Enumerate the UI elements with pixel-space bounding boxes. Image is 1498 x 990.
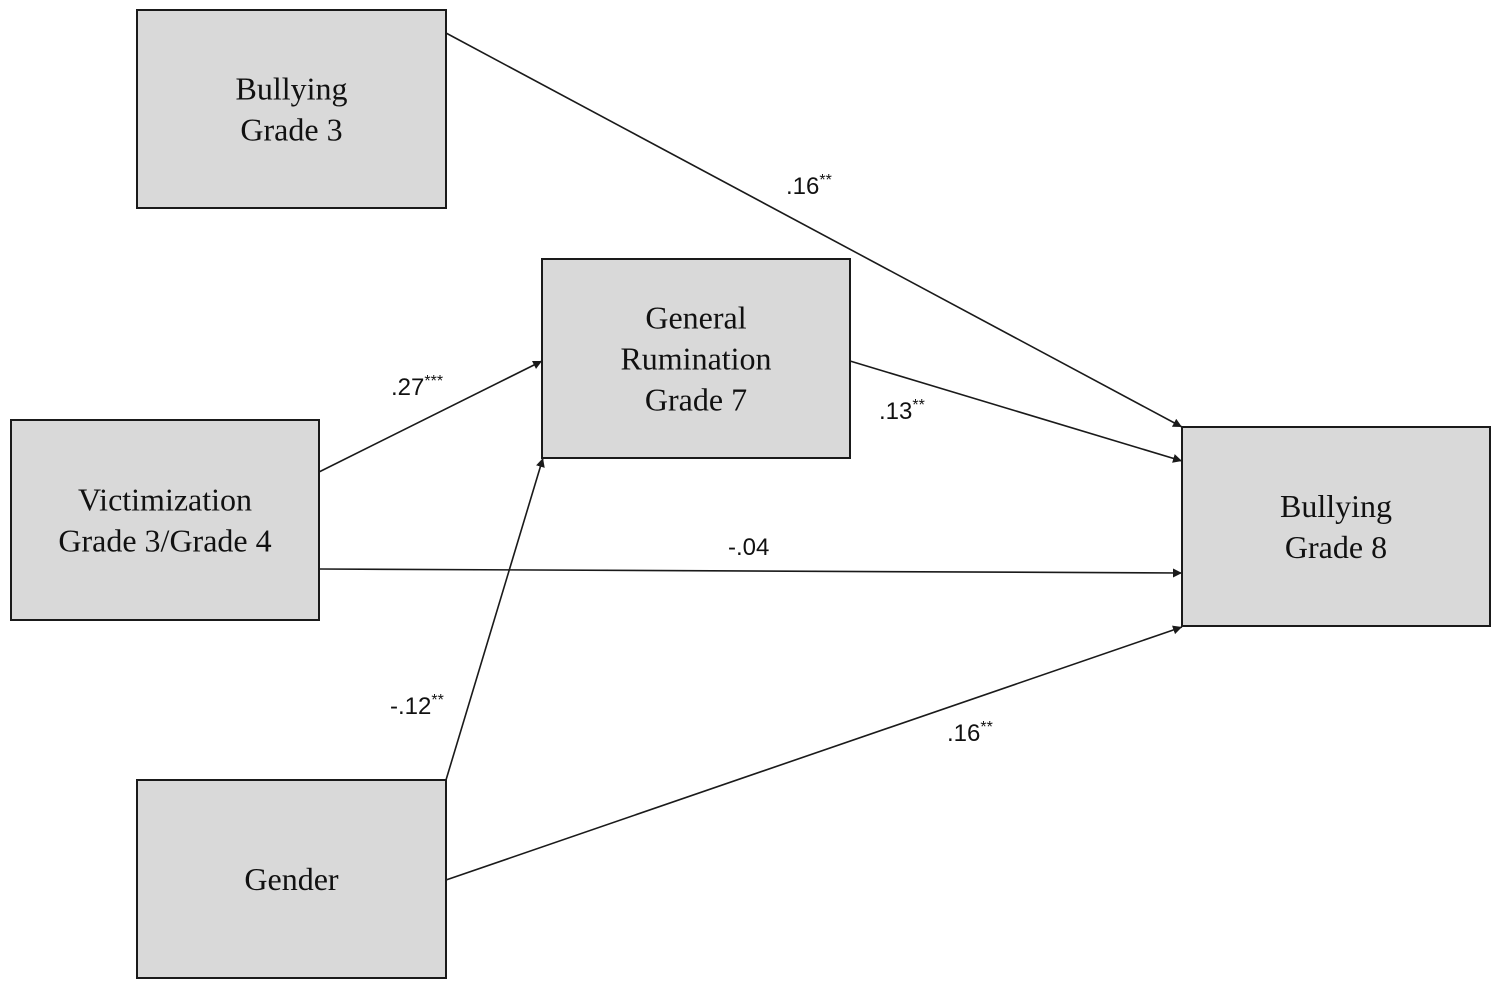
edge-coefficient: .16 <box>786 173 819 200</box>
node-gender: Gender <box>136 779 447 979</box>
edge-label-gender-to-rumination-g7: -.12** <box>390 692 444 720</box>
edge-significance-stars: ** <box>431 692 443 709</box>
node-label-victimization-line-1: Victimization <box>78 482 252 518</box>
edge-label-gender-to-bullying-g8: .16** <box>947 719 993 747</box>
node-box-bullying-g8 <box>1181 426 1491 627</box>
edge-rumination-g7-to-bullying-g8 <box>849 360 1183 463</box>
node-label-rumination-g7-line-1: General <box>645 300 746 336</box>
edge-coefficient: .16 <box>947 720 980 747</box>
edge-significance-stars: ** <box>819 172 831 189</box>
node-box-bullying-g3 <box>136 9 447 209</box>
node-label-gender-line-1: Gender <box>244 861 339 897</box>
node-label-victimization-line-2: Grade 3/Grade 4 <box>58 523 271 559</box>
edge-label-bullying-g3-to-bullying-g8: .16** <box>786 172 832 200</box>
edge-coefficient: .27 <box>391 374 424 401</box>
node-label-bullying-g8-line-1: Bullying <box>1280 488 1392 524</box>
edge-coefficient: -.12 <box>390 693 431 720</box>
edge-victimization-to-bullying-g8 <box>318 568 1183 578</box>
node-box-rumination-g7 <box>541 258 851 459</box>
edge-coefficient: .13 <box>879 398 912 425</box>
edge-significance-stars: ** <box>980 719 992 736</box>
edge-victimization-to-rumination-g7 <box>318 360 543 473</box>
edge-gender-to-rumination-g7 <box>445 457 545 781</box>
node-label-rumination-g7-line-3: Grade 7 <box>645 382 747 418</box>
edge-label-rumination-g7-to-bullying-g8: .13** <box>879 397 925 425</box>
edge-significance-stars: ** <box>912 397 924 414</box>
node-label-bullying-g8-line-2: Grade 8 <box>1285 529 1387 565</box>
edge-gender-to-bullying-g8 <box>445 625 1183 881</box>
edge-significance-stars: *** <box>424 373 443 390</box>
edge-bullying-g3-to-bullying-g8 <box>445 32 1183 428</box>
edge-label-victimization-to-rumination-g7: .27*** <box>391 373 443 401</box>
edge-coefficient: -.04 <box>728 534 769 561</box>
node-box-victimization <box>10 419 320 621</box>
node-box-gender <box>136 779 447 979</box>
edge-label-victimization-to-bullying-g8: -.04 <box>728 534 769 561</box>
node-label-rumination-g7-line-2: Rumination <box>620 341 771 377</box>
node-label-bullying-g3-line-2: Grade 3 <box>240 112 342 148</box>
node-label-bullying-g3-line-1: Bullying <box>235 71 347 107</box>
